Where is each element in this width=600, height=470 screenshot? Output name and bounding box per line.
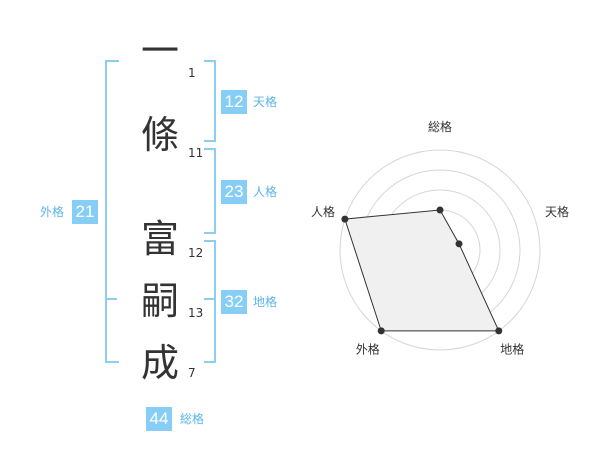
soukaku-value-badge: 44	[146, 407, 172, 431]
gaikaku-value-badge: 21	[72, 200, 98, 224]
chikaku-label: 地格	[253, 295, 278, 309]
jinkaku-label: 人格	[253, 185, 278, 199]
name-char-3: 富	[140, 217, 179, 261]
tenkaku-bracket	[204, 60, 216, 142]
gaikaku-label: 外格	[40, 205, 65, 219]
radar-axis-label-3: 地格	[500, 342, 524, 357]
jinkaku-bracket	[204, 148, 216, 234]
name-char-4: 嗣	[140, 279, 179, 323]
radar-axis-label-2: 天格	[545, 204, 569, 219]
chikaku-bracket-mid-tick	[204, 298, 214, 300]
name-char-2: 條	[140, 113, 179, 157]
stroke-count-1: 1	[188, 66, 196, 80]
radar-grid-ring-5	[339, 149, 541, 351]
name-char-5: 成	[140, 341, 179, 385]
tenkaku-value-badge: 12	[221, 90, 247, 114]
stroke-count-4: 13	[188, 306, 204, 320]
radar-axis-label-1: 総格	[428, 119, 452, 134]
tenkaku-label: 天格	[253, 95, 278, 109]
gaikaku-bracket-mid-tick	[105, 298, 117, 300]
radar-axis-label-4: 外格	[356, 342, 380, 357]
name-char-1: 一	[140, 29, 179, 73]
chikaku-value-badge: 32	[221, 290, 247, 314]
radar-point-1	[436, 206, 444, 214]
jinkaku-value-badge: 23	[221, 180, 247, 204]
stroke-count-5: 7	[188, 366, 196, 380]
gaikaku-bracket	[105, 60, 119, 363]
soukaku-label: 総格	[180, 412, 205, 426]
radar-point-4	[377, 327, 385, 335]
radar-data-area	[344, 209, 500, 332]
chikaku-bracket	[204, 240, 216, 363]
stroke-count-2: 11	[188, 146, 204, 160]
radar-axis-label-5: 人格	[311, 204, 335, 219]
radar-point-2	[455, 240, 463, 248]
radar-point-3	[495, 327, 503, 335]
radar-points	[341, 206, 503, 335]
stroke-count-3: 12	[188, 246, 204, 260]
radar-point-5	[341, 215, 349, 223]
